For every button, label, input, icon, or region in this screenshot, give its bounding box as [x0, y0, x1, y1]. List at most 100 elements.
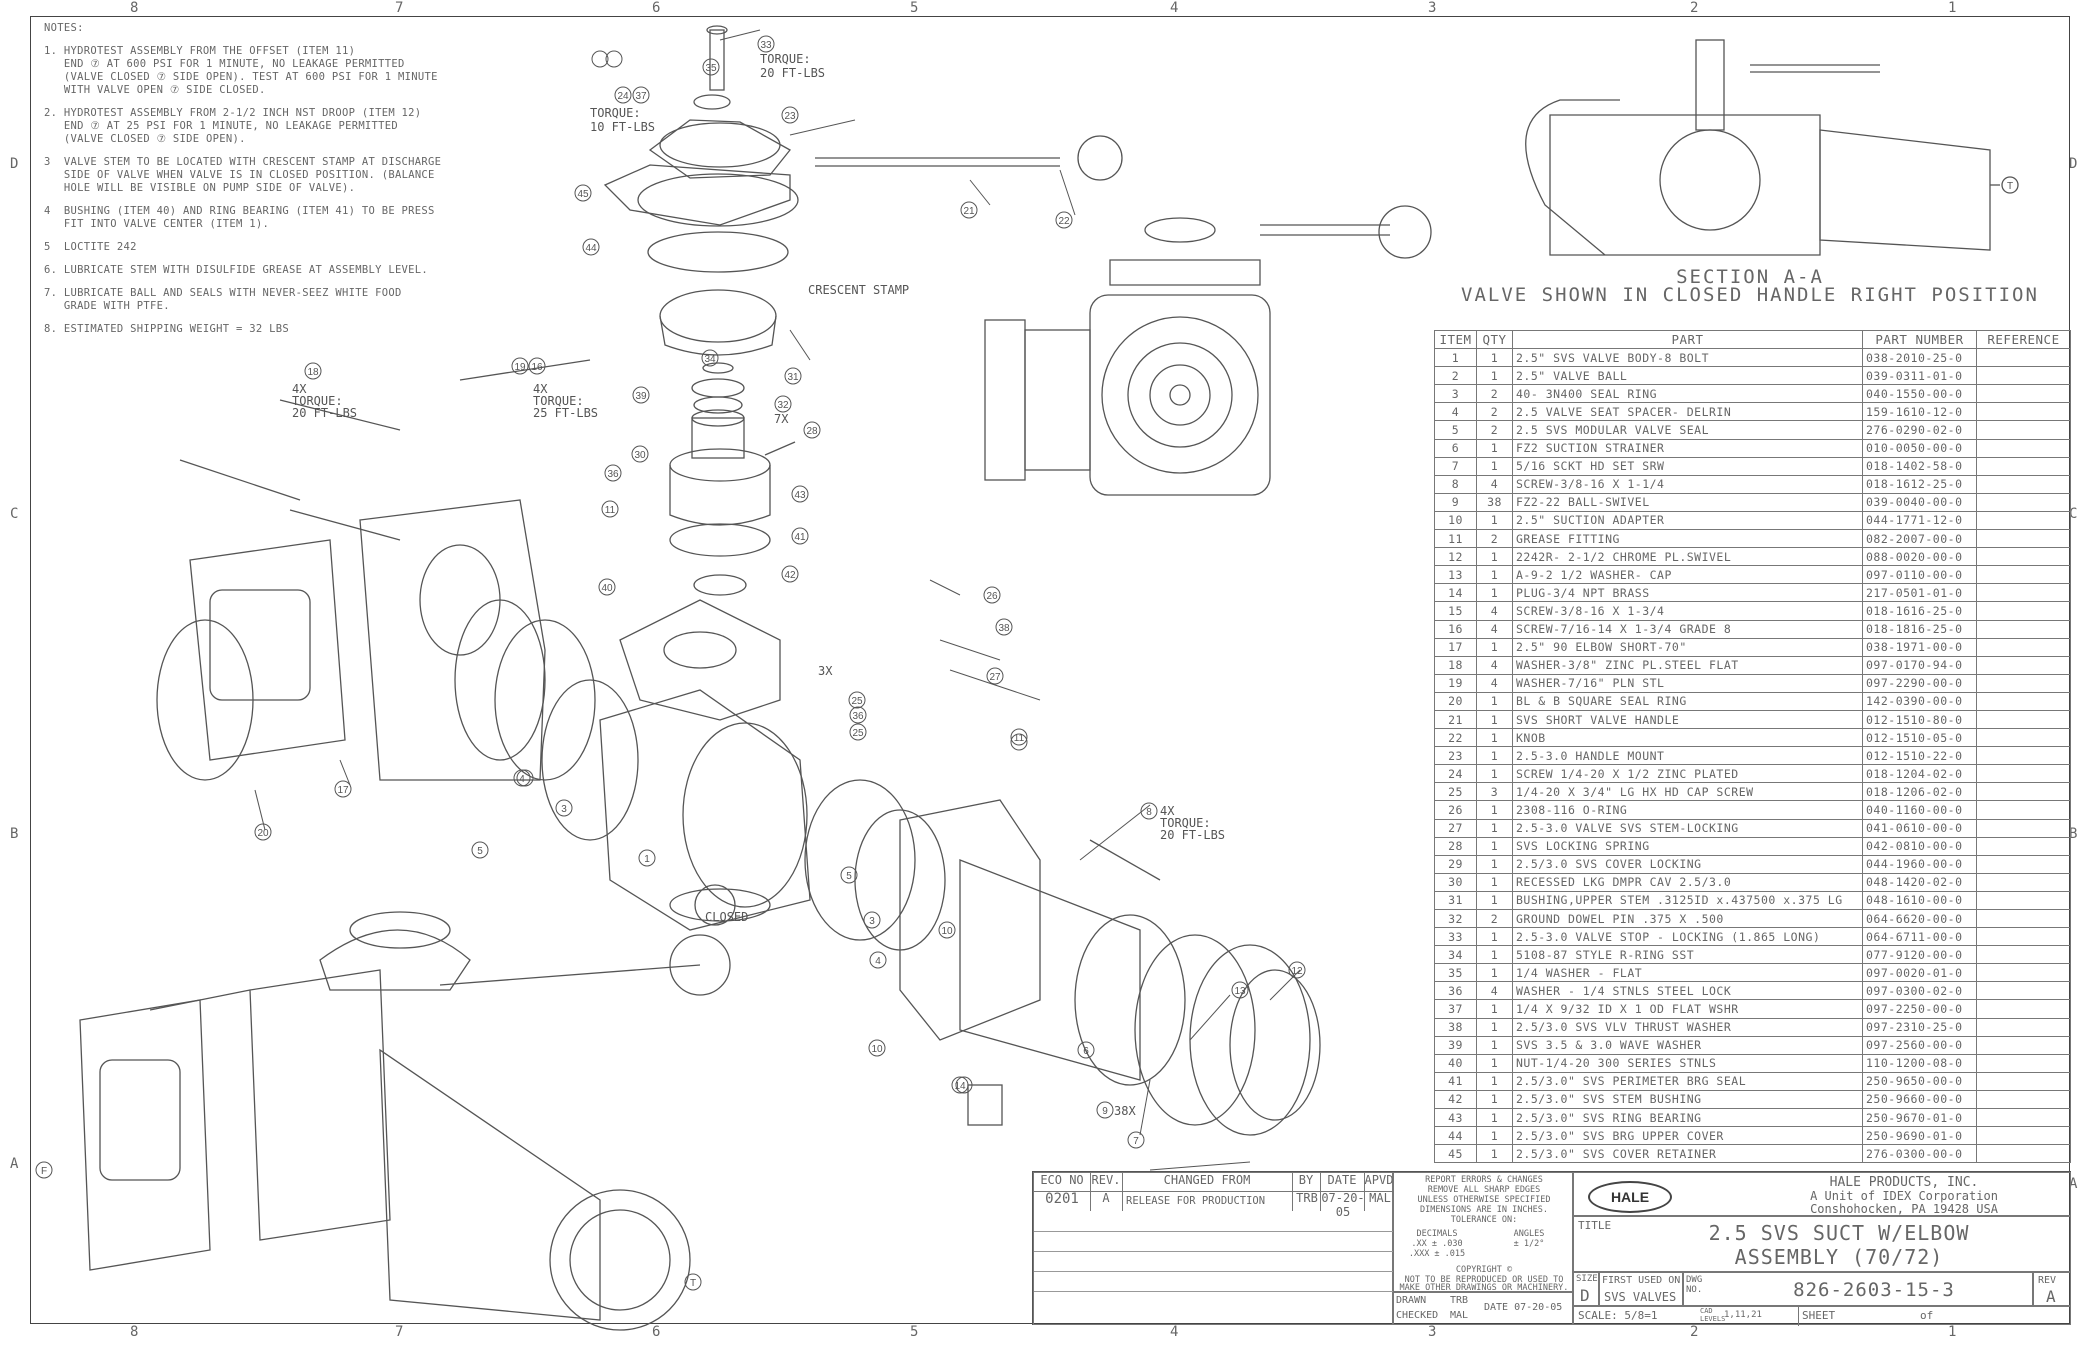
- zone-col: 4: [1170, 0, 1179, 16]
- tol-xx: .XX ± .030: [1411, 1239, 1463, 1249]
- bom-item-number: 27: [1434, 818, 1477, 838]
- rev-letter: A: [1090, 1191, 1123, 1211]
- first-used-cell: FIRST USED ON SVS VALVES: [1599, 1272, 1683, 1306]
- bom-reference: [1976, 709, 2071, 730]
- copyright-line: NOT TO BE REPRODUCED OR USED TO: [1404, 1275, 1564, 1285]
- rev-label: REV: [2038, 1275, 2057, 1286]
- bom-reference: [1976, 1071, 2071, 1091]
- bom-part: 2.5" SUCTION ADAPTER: [1512, 510, 1863, 531]
- bom-part-number: 097-0170-94-0: [1862, 655, 1977, 675]
- bom-item-number: 4: [1434, 402, 1477, 422]
- svg-text:33: 33: [760, 40, 772, 51]
- bom-reference: [1976, 1035, 2071, 1055]
- notes-heading: NOTES:: [44, 22, 84, 34]
- bom-item-number: 13: [1434, 565, 1477, 585]
- bom-qty: 2: [1476, 402, 1513, 422]
- bom-item-number: 43: [1434, 1108, 1477, 1128]
- bom-qty: 1: [1476, 927, 1513, 947]
- revision-block: ECO NO REV. CHANGED FROM BY DATE APVD 02…: [1033, 1172, 1395, 1325]
- bom-part-number: 018-1612-25-0: [1862, 474, 1977, 494]
- zone-col: 6: [652, 1324, 661, 1340]
- bom-part-number: 077-9120-00-0: [1862, 945, 1977, 965]
- bom-item-number: 34: [1434, 945, 1477, 965]
- svg-text:37: 37: [635, 91, 647, 102]
- bom-part-number: 097-0110-00-0: [1862, 565, 1977, 585]
- bom-part-number: 012-1510-05-0: [1862, 728, 1977, 748]
- note-item: 5 LOCTITE 242: [44, 241, 137, 253]
- note-item: 3 VALVE STEM TO BE LOCATED WITH CRESCENT…: [44, 156, 442, 194]
- bom-qty: 1: [1476, 691, 1513, 711]
- svg-text:11: 11: [605, 505, 616, 516]
- bom-part: 5/16 SCKT HD SET SRW: [1512, 456, 1863, 476]
- zone-col: 7: [395, 1324, 404, 1340]
- bom-qty: 4: [1476, 619, 1513, 639]
- svg-text:8: 8: [1146, 807, 1152, 818]
- bom-qty: 1: [1476, 1071, 1513, 1091]
- note-item: 1. HYDROTEST ASSEMBLY FROM THE OFFSET (I…: [44, 45, 438, 96]
- svg-text:23: 23: [784, 111, 796, 122]
- note-item: 8. ESTIMATED SHIPPING WEIGHT = 32 LBS: [44, 323, 289, 335]
- bom-reference: [1976, 673, 2071, 693]
- bom-qty: 1: [1476, 854, 1513, 874]
- bom-reference: [1976, 945, 2071, 965]
- bom-part-number: 018-1402-58-0: [1862, 456, 1977, 476]
- bom-header: REFERENCE: [1976, 329, 2071, 350]
- svg-text:9: 9: [1102, 1106, 1108, 1117]
- bom-part: 2.5/3.0" SVS BRG UPPER COVER: [1512, 1126, 1863, 1146]
- zone-col: 1: [1948, 1324, 1957, 1340]
- tol-angles: ANGLES: [1513, 1229, 1545, 1239]
- rev-apvd: MAL: [1364, 1191, 1395, 1211]
- bom-part: 2.5 VALVE SEAT SPACER- DELRIN: [1512, 402, 1863, 422]
- bom-qty: 4: [1476, 655, 1513, 675]
- bom-item-number: 38: [1434, 1017, 1477, 1037]
- svg-text:10: 10: [871, 1044, 883, 1055]
- rev-header: DATE: [1320, 1173, 1365, 1192]
- bom-part-number: 012-1510-80-0: [1862, 709, 1977, 730]
- zone-col: 5: [910, 0, 919, 16]
- company-name: HALE PRODUCTS, INC.: [1829, 1175, 1979, 1190]
- bom-qty: 1: [1476, 818, 1513, 838]
- size-cell: SIZE D: [1573, 1272, 1599, 1306]
- svg-text:5: 5: [846, 871, 852, 882]
- bom-reference: [1976, 836, 2071, 856]
- zone-col: 3: [1428, 0, 1437, 16]
- bom-part: 2.5/3.0" SVS COVER RETAINER: [1512, 1144, 1863, 1164]
- bom-part: WASHER-7/16" PLN STL: [1512, 673, 1863, 693]
- bom-part-number: 250-9670-01-0: [1862, 1108, 1977, 1128]
- bom-part: SCREW 1/4-20 X 1/2 ZINC PLATED: [1512, 764, 1863, 784]
- bom-item-number: 15: [1434, 601, 1477, 621]
- bom-part-number: 039-0311-01-0: [1862, 366, 1977, 386]
- bom-part-number: 110-1200-08-0: [1862, 1053, 1977, 1073]
- size-value: D: [1580, 1286, 1590, 1305]
- checked-label: CHECKED: [1396, 1310, 1439, 1321]
- bom-part-number: 044-1771-12-0: [1862, 510, 1977, 531]
- bom-reference: [1976, 800, 2071, 820]
- bom-part: 5108-87 STYLE R-RING SST: [1512, 945, 1863, 965]
- bom-reference: [1976, 999, 2071, 1019]
- svg-text:27: 27: [989, 672, 1001, 683]
- zone-col: 3: [1428, 1324, 1437, 1340]
- bom-item-number: 23: [1434, 746, 1477, 766]
- title-block: ECO NO REV. CHANGED FROM BY DATE APVD 02…: [1032, 1171, 2071, 1326]
- tol-decimals: DECIMALS: [1416, 1229, 1458, 1239]
- bom-part: SVS SHORT VALVE HANDLE: [1512, 709, 1863, 730]
- section-subtitle: VALVE SHOWN IN CLOSED HANDLE RIGHT POSIT…: [1461, 284, 2039, 306]
- bom-reference: [1976, 510, 2071, 531]
- bom-item-number: 18: [1434, 655, 1477, 675]
- bom-item-number: 6: [1434, 438, 1477, 458]
- zone-col: 2: [1690, 0, 1699, 16]
- bom-part-number: 250-9660-00-0: [1862, 1089, 1977, 1110]
- bom-part: BL & B SQUARE SEAL RING: [1512, 691, 1863, 711]
- bom-part-number: 097-0020-01-0: [1862, 963, 1977, 983]
- svg-text:36: 36: [607, 469, 619, 480]
